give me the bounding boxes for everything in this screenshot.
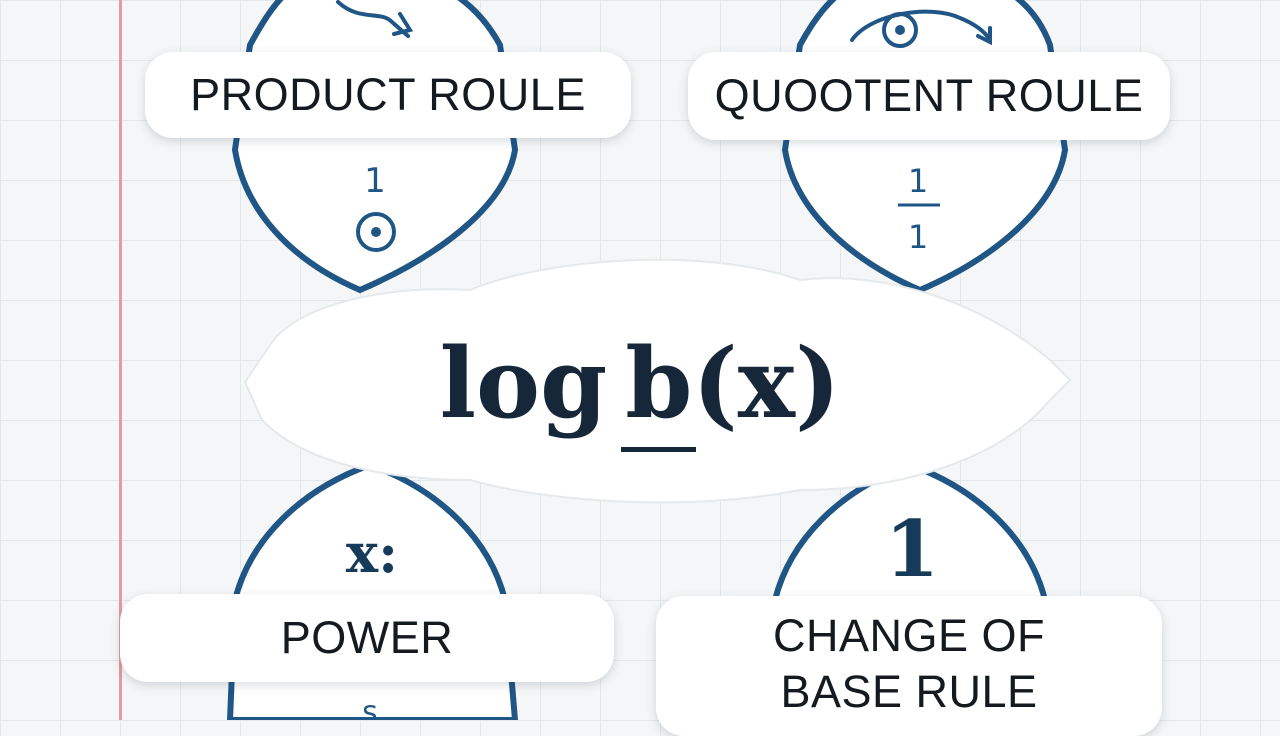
product-rule-lens <box>231 0 519 294</box>
power-glyph-x: x: <box>346 521 398 585</box>
quotient-rule-label: QUOOTENT ROULE <box>688 52 1170 140</box>
log-argument: (x) <box>692 326 841 440</box>
quotient-arrow-head-icon <box>976 26 992 46</box>
product-arrow-icon <box>336 0 410 38</box>
change-of-base-text-line1: CHANGE OF <box>772 610 1046 661</box>
center-log-expression: log b (x) <box>420 318 860 452</box>
product-circle-dot-icon <box>356 212 396 252</box>
product-glyph-one: 1 <box>364 161 386 201</box>
quotient-glyph-numerator: 1 <box>908 162 928 200</box>
power-rule-label: POWER <box>120 594 614 682</box>
quotient-circle-dot-icon <box>882 12 918 48</box>
quotient-dot-icon <box>895 25 905 35</box>
quotient-glyph-denominator: 1 <box>908 218 928 256</box>
product-rule-text: PRODUCT ROULE <box>190 68 586 120</box>
center-cloud <box>243 258 1072 504</box>
product-dot-icon <box>371 227 381 237</box>
quotient-rule-text: QUOOTENT ROULE <box>714 69 1144 121</box>
log-base: b <box>621 326 697 452</box>
notebook-margin-line <box>119 0 122 720</box>
change-of-base-label: CHANGE OF BASE RULE <box>656 596 1162 736</box>
log-word: log <box>439 326 608 440</box>
product-arrow-head-icon <box>392 12 414 36</box>
quotient-arrow-icon <box>850 9 992 42</box>
product-rule-label: PRODUCT ROULE <box>145 52 631 138</box>
change-of-base-text-line2: BASE RULE <box>780 666 1038 718</box>
change-of-base-glyph-one: 1 <box>885 504 939 595</box>
power-glyph-bottom: s <box>362 695 378 720</box>
power-rule-text: POWER <box>280 611 454 663</box>
